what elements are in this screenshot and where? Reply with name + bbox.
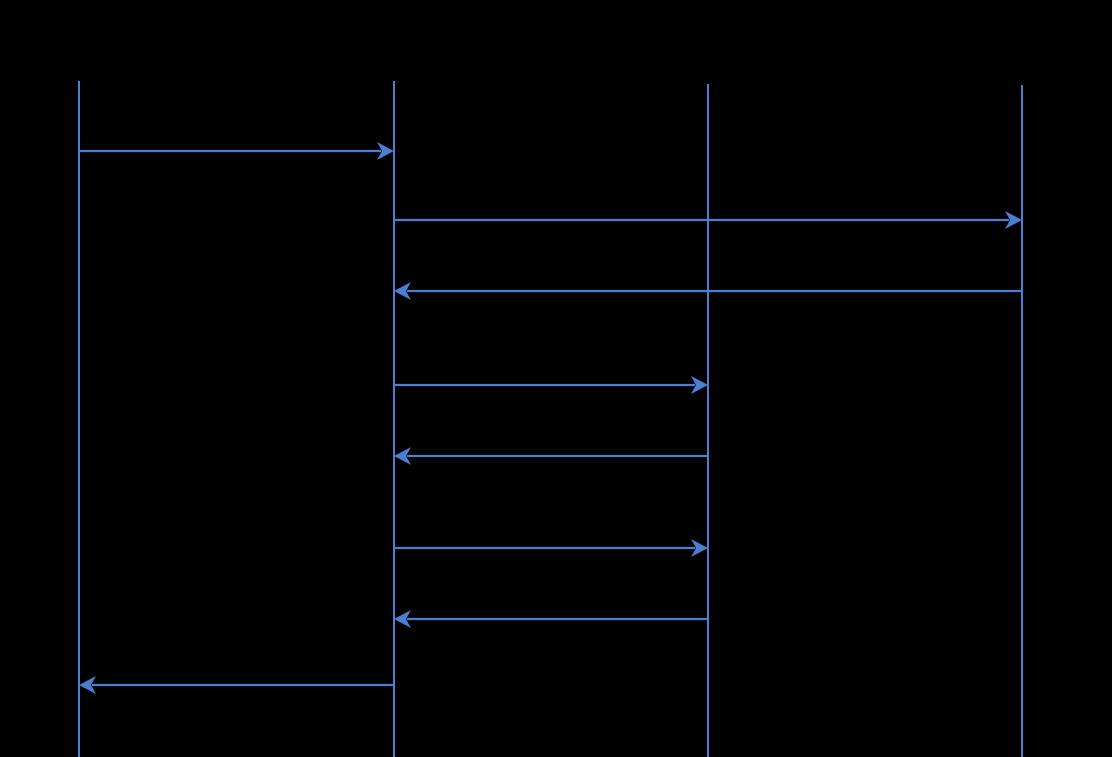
messages-group — [79, 142, 1022, 694]
message-6[interactable] — [394, 539, 708, 557]
message-arrowhead-7 — [394, 610, 411, 628]
lifelines-group — [77, 81, 1024, 757]
message-arrowhead-1 — [377, 142, 394, 160]
message-1[interactable] — [79, 142, 394, 160]
message-3[interactable] — [394, 282, 1022, 300]
message-arrowhead-5 — [394, 447, 411, 465]
message-2[interactable] — [394, 211, 1022, 229]
message-arrowhead-4 — [691, 376, 708, 394]
message-arrowhead-2 — [1005, 211, 1022, 229]
message-8[interactable] — [79, 676, 394, 694]
message-arrowhead-8 — [79, 676, 96, 694]
message-arrowhead-3 — [394, 282, 411, 300]
message-7[interactable] — [394, 610, 708, 628]
message-4[interactable] — [394, 376, 708, 394]
message-5[interactable] — [394, 447, 708, 465]
message-arrowhead-6 — [691, 539, 708, 557]
